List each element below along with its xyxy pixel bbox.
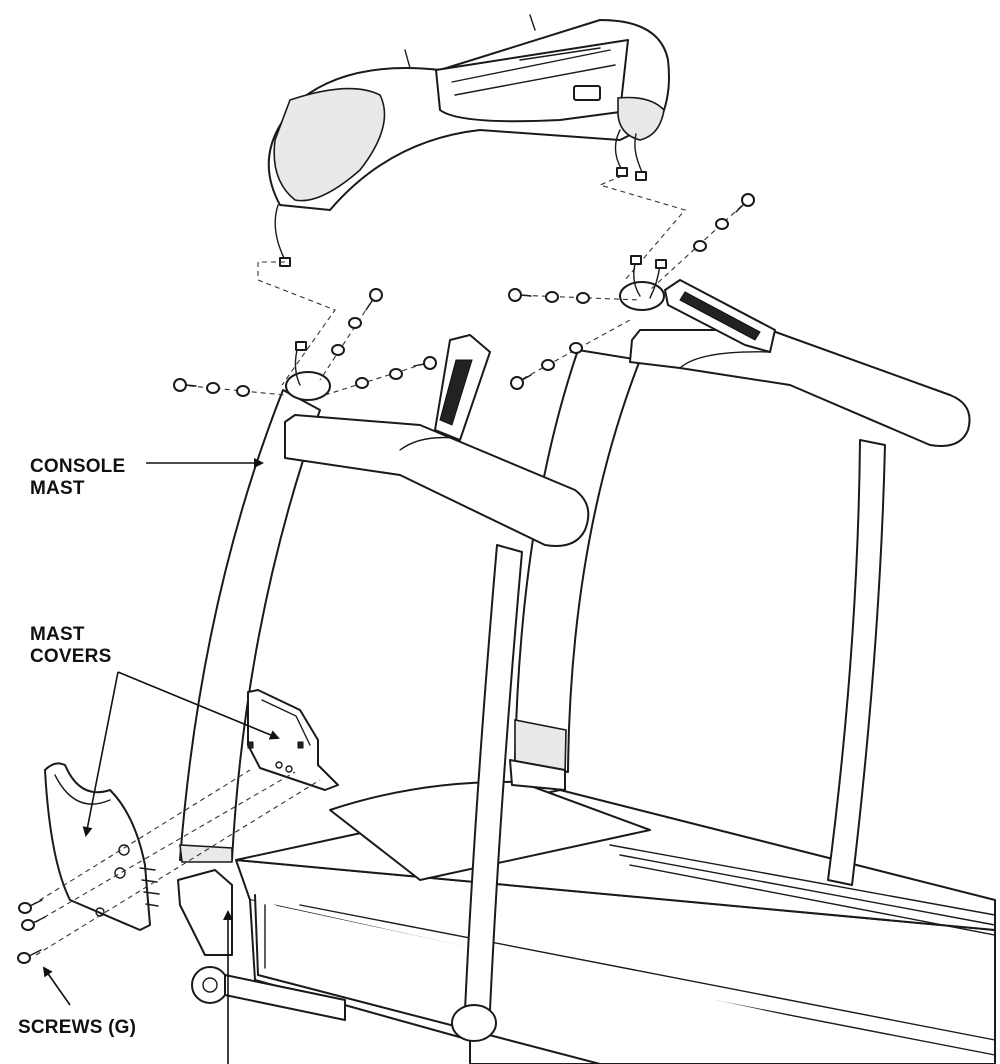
mast-covers-label-line-2: COVERS bbox=[30, 646, 112, 667]
mast-covers-label-line-1: MAST bbox=[30, 624, 85, 645]
right-handlebar bbox=[629, 329, 971, 447]
deck-side-rail bbox=[254, 894, 601, 1064]
left-handlebar bbox=[284, 414, 590, 547]
mast-covers-label: MAST COVERS bbox=[30, 624, 111, 668]
bolt bbox=[365, 288, 383, 311]
right-rear-upright bbox=[827, 439, 886, 886]
right-mast-top bbox=[619, 255, 667, 311]
mast-covers-leader-outer bbox=[82, 671, 119, 837]
treadmill-deck bbox=[235, 780, 996, 1064]
cover-screws bbox=[17, 769, 321, 964]
bolt bbox=[510, 374, 532, 390]
screw bbox=[21, 916, 46, 931]
bolt bbox=[413, 356, 437, 370]
console-mast-label: CONSOLE MAST bbox=[30, 456, 125, 500]
base-bracket bbox=[177, 869, 346, 1021]
console-unit bbox=[267, 14, 670, 267]
wiring-guides bbox=[257, 175, 686, 386]
front-support-pole bbox=[451, 544, 523, 1042]
left-grip-insert bbox=[434, 334, 491, 441]
screws-label: SCREWS (G) bbox=[18, 1017, 137, 1038]
inner-mast-cover bbox=[247, 689, 339, 791]
screws-leader bbox=[42, 966, 71, 1006]
bolt bbox=[508, 288, 532, 302]
left-mast-top bbox=[285, 341, 331, 401]
leader-lines bbox=[42, 458, 280, 1064]
fastener-set bbox=[173, 193, 755, 397]
right-grip-insert bbox=[664, 279, 776, 353]
right-mast bbox=[509, 349, 641, 791]
bolt bbox=[735, 193, 755, 213]
outer-mast-cover bbox=[44, 762, 160, 931]
mast-covers-leader-inner bbox=[117, 671, 280, 740]
console-mast-label-line-2: MAST bbox=[30, 478, 85, 499]
bolt bbox=[173, 378, 197, 392]
console-mast-label-line-1: CONSOLE bbox=[30, 456, 126, 477]
screw bbox=[18, 899, 43, 914]
screw bbox=[17, 949, 42, 964]
